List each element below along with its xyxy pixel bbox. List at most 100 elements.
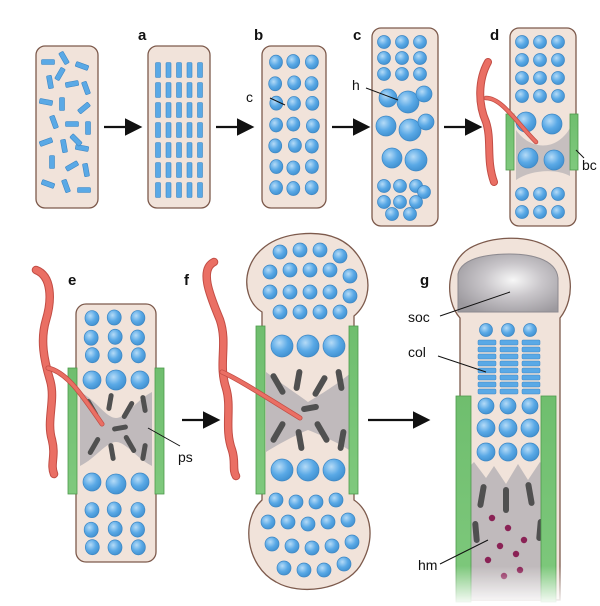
chondrocyte — [312, 242, 328, 258]
mesenchymal-cell — [197, 122, 203, 138]
panel-a — [147, 45, 211, 209]
trabecula — [312, 375, 328, 397]
chondrocyte — [308, 494, 324, 510]
chondrocyte — [305, 95, 320, 111]
label-col: col — [408, 344, 426, 360]
chondrocyte — [477, 397, 495, 415]
chondrocyte — [551, 205, 565, 219]
bone-collar-left — [255, 325, 266, 495]
chondrocytes — [515, 35, 565, 219]
chondrocyte — [287, 75, 302, 91]
chondrocyte — [515, 35, 529, 49]
chondrocyte — [477, 346, 497, 353]
trabecula — [270, 373, 286, 395]
vessel-branch — [220, 370, 302, 420]
chondrocyte — [533, 89, 547, 103]
mesenchymal-cell — [176, 102, 182, 118]
mesenchymal-cell — [176, 82, 182, 98]
chondrocyte — [84, 502, 100, 519]
panel-letter-e: e — [68, 272, 76, 289]
chondrocyte — [82, 370, 102, 390]
chondrocyte — [409, 195, 423, 209]
mesenchymal-cell — [41, 179, 55, 189]
panel-letter-c: c — [353, 27, 361, 44]
chondrocyte — [499, 381, 519, 388]
chondrocyte — [292, 242, 308, 258]
chondrocyte — [304, 540, 320, 556]
mesenchymal-cell — [61, 179, 71, 193]
mesenchymal-cell — [155, 82, 161, 98]
chondrocyte — [533, 71, 547, 85]
trabecula — [337, 429, 347, 451]
panel-e: ps — [31, 265, 193, 563]
mesenchymal-cell — [77, 102, 91, 114]
chondrocyte — [533, 35, 547, 49]
chondrocyte — [342, 288, 358, 304]
mesenchymal-cell — [155, 162, 161, 178]
marrow-cell — [488, 514, 496, 522]
chondrocyte — [533, 205, 547, 219]
chondrocyte — [306, 118, 320, 134]
chondrocyte — [302, 284, 318, 300]
mesenchymal-cell — [59, 97, 65, 111]
chondrocyte — [520, 442, 540, 462]
chondrocyte — [499, 339, 519, 346]
mesenchymal-cell — [165, 142, 172, 158]
chondrocyte — [84, 347, 100, 364]
callout-line-soc — [439, 291, 511, 317]
chondrocyte — [377, 179, 391, 193]
mesenchymal-cell — [165, 182, 172, 198]
mesenchymal-cells — [39, 51, 91, 193]
chondrocyte — [296, 334, 320, 358]
trabecula — [335, 369, 345, 391]
chondrocyte — [377, 51, 391, 65]
chondrocyte — [336, 556, 352, 572]
chondrocyte — [515, 187, 529, 201]
trabecula — [472, 521, 480, 543]
bone-collar-left — [505, 113, 515, 171]
trabecula — [140, 395, 148, 413]
chondrocyte — [296, 458, 320, 482]
chondrocyte — [270, 334, 294, 358]
chondrocyte — [286, 116, 301, 132]
chondrocyte — [320, 514, 336, 530]
chondrocyte — [106, 501, 122, 518]
chondrocyte — [332, 304, 348, 320]
chondrocyte — [551, 187, 565, 201]
chondrocyte — [415, 85, 433, 103]
chondrocyte — [84, 539, 100, 556]
chondrocyte — [292, 304, 308, 320]
chondrocyte — [107, 539, 123, 556]
mesenchymal-cell — [65, 121, 79, 127]
chondrocyte — [282, 284, 298, 300]
mesenchymal-cell — [155, 142, 161, 158]
chondrocyte — [477, 339, 497, 346]
chondrocyte — [521, 367, 541, 374]
callout-line-c — [269, 97, 286, 106]
chondrocyte — [413, 67, 427, 81]
marrow-cell — [484, 556, 492, 564]
chondrocyte — [83, 521, 99, 538]
mesenchymal-cell — [186, 62, 193, 78]
chondrocyte — [377, 195, 391, 209]
chondrocyte — [344, 534, 360, 550]
chondrocyte — [324, 538, 340, 554]
chondrocyte — [287, 96, 301, 111]
chondrocyte — [130, 310, 146, 326]
chondrocyte — [130, 472, 150, 492]
chondrocyte — [286, 160, 301, 176]
mesenchymal-cell — [197, 62, 203, 78]
chondrocyte — [417, 185, 431, 199]
chondrocyte — [479, 323, 493, 337]
chondrocyte — [551, 53, 565, 67]
chondrocyte — [501, 323, 515, 337]
chondrocyte — [260, 514, 276, 530]
chondrocyte — [286, 54, 301, 69]
chondrocyte-columns — [155, 62, 203, 198]
panel-letter-d: d — [490, 27, 499, 44]
panel-g: soc col hm — [408, 237, 580, 606]
trabeculae — [270, 369, 347, 451]
chondrocyte — [551, 89, 565, 103]
chondrocyte — [282, 262, 298, 278]
